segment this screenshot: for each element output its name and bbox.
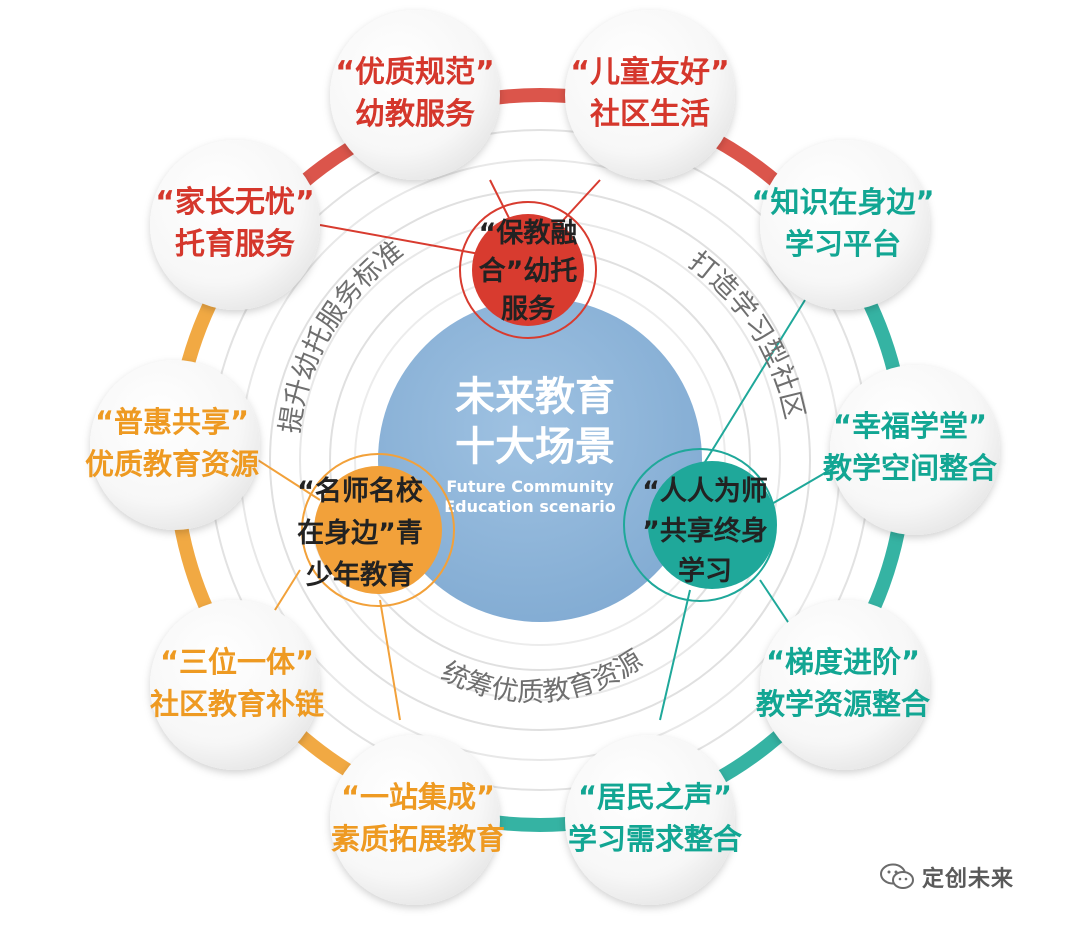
center-title-line2: 十大场景 [455,424,615,470]
hub-baojiao-line3: 服务 [501,294,555,325]
scene-line1: “幸福学堂” [833,409,987,443]
connector-lines [249,179,831,721]
scene-line1: “家长无忧” [155,185,314,220]
watermark: 定创未来 [880,862,1014,892]
scene-line1: “儿童友好” [570,55,729,90]
center-subtitle-line1: Future Community [446,477,614,496]
hub-renren: “人人为师 ”共享终身 学习 [623,448,777,602]
scene-line1: “居民之声” [578,780,732,814]
hub-mingshi-line2: 在身边”青 [297,517,423,549]
hub-renren-line2: ”共享终身 [642,515,768,547]
scene-bubble: “一站集成” 素质拓展教育 [330,735,505,905]
center-title-line1: 未来教育 [455,374,615,420]
scene-line2: 幼教服务 [355,97,475,132]
scene-line1: “优质规范” [335,55,494,90]
scene-bubbles: “优质规范” 幼教服务 “儿童友好” 社区生活 “知识在身边” 学习平台 “幸福… [85,10,1000,905]
scene-line2: 优质教育资源 [85,447,259,481]
hub-baojiao-line2: 合”幼托 [479,255,578,287]
scene-line2: 教学空间整合 [823,451,997,485]
scene-line2: 学习需求整合 [568,822,742,856]
hub-mingshi-line3: 少年教育 [306,559,414,591]
scene-line2: 社区教育补链 [150,687,324,721]
scene-line1: “三位一体” [160,645,314,679]
scene-line2: 素质拓展教育 [331,822,505,856]
scene-line2: 学习平台 [785,227,901,261]
hub-baojiao: “保教融 合”幼托 服务 [459,201,597,339]
scene-bubble: “优质规范” 幼教服务 [330,10,500,180]
center-subtitle-line2: Education scenario [444,497,616,516]
hub-renren-line3: 学习 [678,555,732,587]
scene-line2: 托育服务 [175,227,295,262]
scene-line2: 社区生活 [590,97,710,132]
scene-bubble: “三位一体” 社区教育补链 [150,600,324,770]
hub-renren-line1: “人人为师 [642,476,768,507]
hub-mingshi-line1: “名师名校 [297,475,423,507]
scene-bubble: “家长无忧” 托育服务 [150,140,320,310]
hub-mingshi: “名师名校 在身边”青 少年教育 [297,453,455,607]
scene-bubble: “幸福学堂” 教学空间整合 [823,365,1000,535]
center-circle: 未来教育 十大场景 Future Community Education sce… [378,298,702,622]
scene-bubble: “居民之声” 学习需求整合 [565,735,742,905]
scene-bubble: “梯度进阶” 教学资源整合 [756,600,930,770]
scene-line1: “梯度进阶” [766,645,920,679]
arc-label-bottom: 统筹优质教育资源 [437,644,648,708]
hub-baojiao-line1: “保教融 [479,218,578,249]
watermark-text: 定创未来 [922,867,1015,892]
scene-bubble: “儿童友好” 社区生活 [565,10,735,180]
scene-bubble: “普惠共享” 优质教育资源 [85,360,260,530]
scene-line1: “普惠共享” [95,405,249,439]
scene-line1: “一站集成” [341,780,495,814]
scene-bubble: “知识在身边” 学习平台 [751,140,935,310]
scene-line1: “知识在身边” [751,185,934,219]
wechat-icon [880,863,914,889]
scene-line2: 教学资源整合 [756,687,930,721]
